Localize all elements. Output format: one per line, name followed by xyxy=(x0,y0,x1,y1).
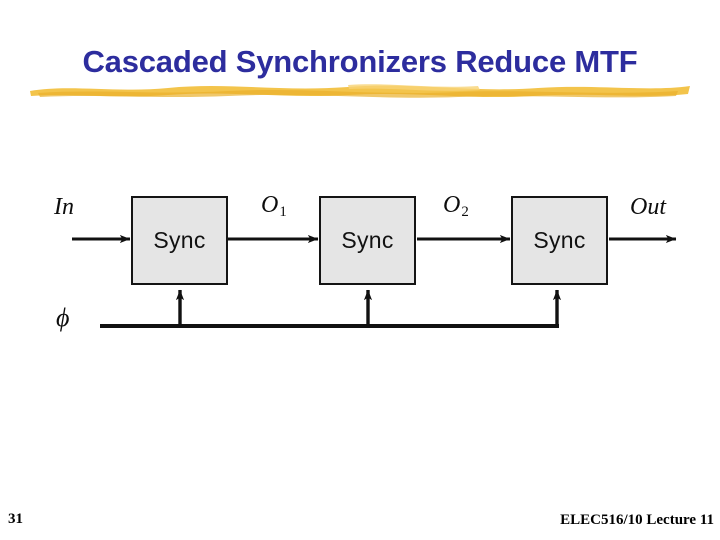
footer-course-label: ELEC516/10 Lecture 11 xyxy=(560,512,714,528)
signal-label-o1-base: O xyxy=(261,192,279,218)
page-number: 31 xyxy=(8,511,23,527)
signal-label-o2: O2 xyxy=(443,192,469,220)
signal-label-clock-phi: ϕ xyxy=(56,303,70,332)
sync-block-1-label: Sync xyxy=(153,227,206,253)
signal-label-o2-subscript: 2 xyxy=(461,204,469,220)
sync-block-3[interactable]: Sync xyxy=(511,196,608,285)
sync-block-3-label: Sync xyxy=(533,227,586,253)
diagram-wires xyxy=(72,234,677,328)
sync-block-2[interactable]: Sync xyxy=(319,196,416,285)
signal-label-o1-subscript: 1 xyxy=(279,204,287,220)
signal-label-in: In xyxy=(54,194,74,220)
sync-block-2-label: Sync xyxy=(341,227,394,253)
signal-label-out: Out xyxy=(630,194,666,220)
signal-label-o1: O1 xyxy=(261,192,287,220)
signal-label-o2-base: O xyxy=(443,192,461,218)
sync-block-1[interactable]: Sync xyxy=(131,196,228,285)
brush-stroke-decoration xyxy=(30,84,690,98)
slide-title-group: Cascaded Synchronizers Reduce MTF xyxy=(0,44,720,100)
page-title: Cascaded Synchronizers Reduce MTF xyxy=(82,44,638,79)
cascaded-synchronizer-diagram: Sync Sync Sync In O1 O2 Out ϕ xyxy=(0,170,720,360)
